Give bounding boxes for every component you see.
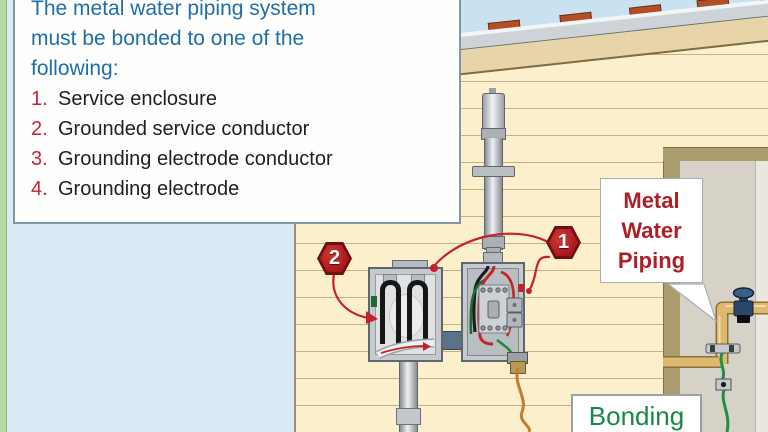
pointer-arrow: [366, 311, 378, 324]
lug-screw: [512, 318, 517, 322]
valve-stem: [739, 296, 748, 303]
badge-number: 2: [328, 247, 341, 269]
flange-stud: [710, 345, 715, 352]
grounding-electrode-conductor: [515, 367, 531, 432]
note-box: The metal water piping system must be bo…: [13, 0, 461, 224]
service-mast: [472, 88, 515, 265]
pointer-line-badge1-a: [432, 232, 548, 268]
callout-tail: [666, 283, 718, 323]
wire-arrow: [423, 342, 431, 351]
item-label: Grounding electrode conductor: [58, 148, 333, 170]
pointer-dot: [430, 264, 438, 272]
meter-neutral-wire: [380, 345, 425, 354]
meter-conduit-art: [375, 338, 435, 360]
pointer-line-badge2: [332, 272, 370, 320]
house-corner-line: [294, 195, 296, 432]
item-number: 3.: [31, 148, 48, 170]
bonding-wire: [719, 352, 726, 382]
badge-number: 1: [557, 231, 570, 253]
mast-cap-nub: [489, 88, 496, 93]
list-item: 4. Grounding electrode: [31, 174, 449, 204]
breaker-toggle: [487, 300, 500, 319]
valve-nut: [737, 315, 750, 323]
item-label: Grounding electrode: [58, 178, 240, 200]
terminal-screws: [480, 287, 508, 331]
badge-2-inner: 2: [320, 245, 349, 272]
badge-2-marker: 2: [317, 242, 352, 275]
conduit-coupling: [396, 408, 421, 425]
water-valve-body: [733, 300, 754, 317]
interior-wall-highlight: [755, 161, 768, 432]
list-item: 2. Grounded service conductor: [31, 114, 449, 144]
item-number: 1.: [31, 88, 48, 110]
service-enclosure: [461, 252, 525, 364]
item-number: 4.: [31, 178, 48, 200]
item-label: Grounded service conductor: [58, 118, 310, 140]
accent-strip: [0, 0, 7, 432]
bonding-wire-lower: [721, 389, 730, 432]
service-wiring-art: [469, 265, 524, 357]
pointer-line-badge1-b: [528, 255, 551, 291]
note-heading: The metal water piping system must be bo…: [31, 0, 316, 80]
list-item: 1. Service enclosure: [31, 84, 449, 114]
flange-stud: [729, 345, 734, 352]
meter-wire-loop-right: [407, 280, 428, 344]
valve-handle: [732, 287, 755, 299]
note-list: 1. Service enclosure 2. Grounded service c…: [31, 84, 449, 204]
lug-screw: [512, 303, 517, 307]
callout-bonding: Bonding: [571, 394, 702, 432]
item-label: Service enclosure: [58, 88, 217, 110]
item-number: 2.: [31, 118, 48, 140]
badge-1-inner: 1: [549, 229, 578, 256]
pointer-dot: [526, 288, 532, 294]
meter-window-oval: [389, 294, 424, 338]
meter-enclosure: [368, 260, 443, 362]
callout-water-piping: Metal Water Piping: [600, 178, 703, 283]
mast-bracket: [472, 166, 515, 177]
list-item: 3. Grounding electrode conductor: [31, 144, 449, 174]
green-wire: [469, 278, 486, 335]
red-wire-stub: [518, 284, 524, 292]
meter-wire-loop-left: [380, 280, 401, 344]
bonding-clamp-screw: [720, 381, 727, 388]
meter-ground-lug: [371, 296, 377, 307]
